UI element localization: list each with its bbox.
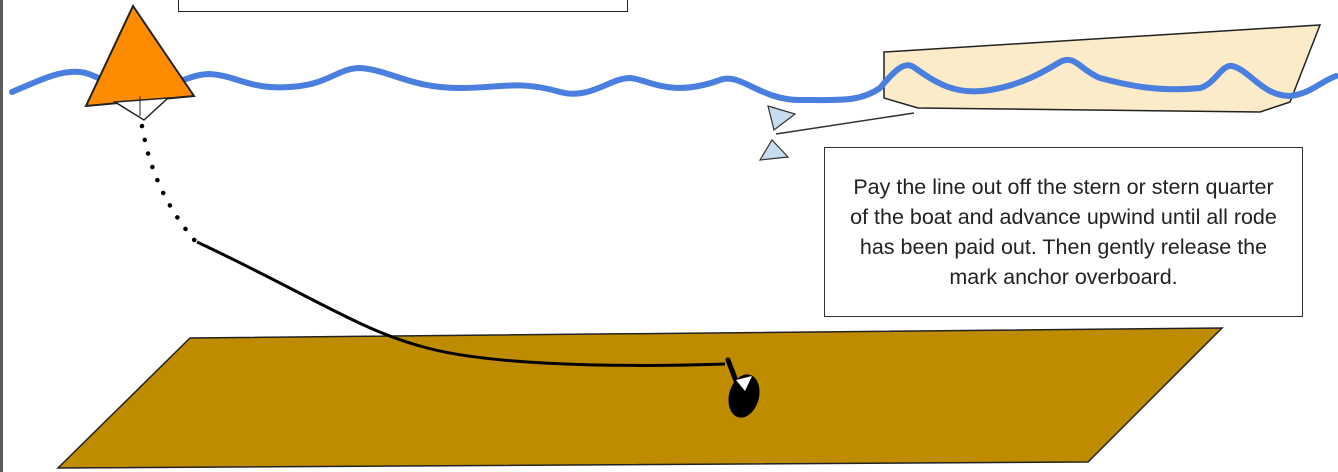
instruction-caption-text: Pay the line out off the stern or stern …: [843, 172, 1284, 292]
buoy-base: [115, 98, 168, 120]
rudder-line: [776, 113, 914, 134]
rudder-upper-fin: [768, 106, 795, 130]
instruction-caption-box: Pay the line out off the stern or stern …: [824, 147, 1303, 317]
rode-dotted-section: [142, 126, 196, 242]
boat-hull: [884, 25, 1320, 112]
mark-buoy: [86, 6, 194, 106]
rudder-lower-fin: [760, 140, 788, 160]
seabed: [58, 328, 1222, 468]
